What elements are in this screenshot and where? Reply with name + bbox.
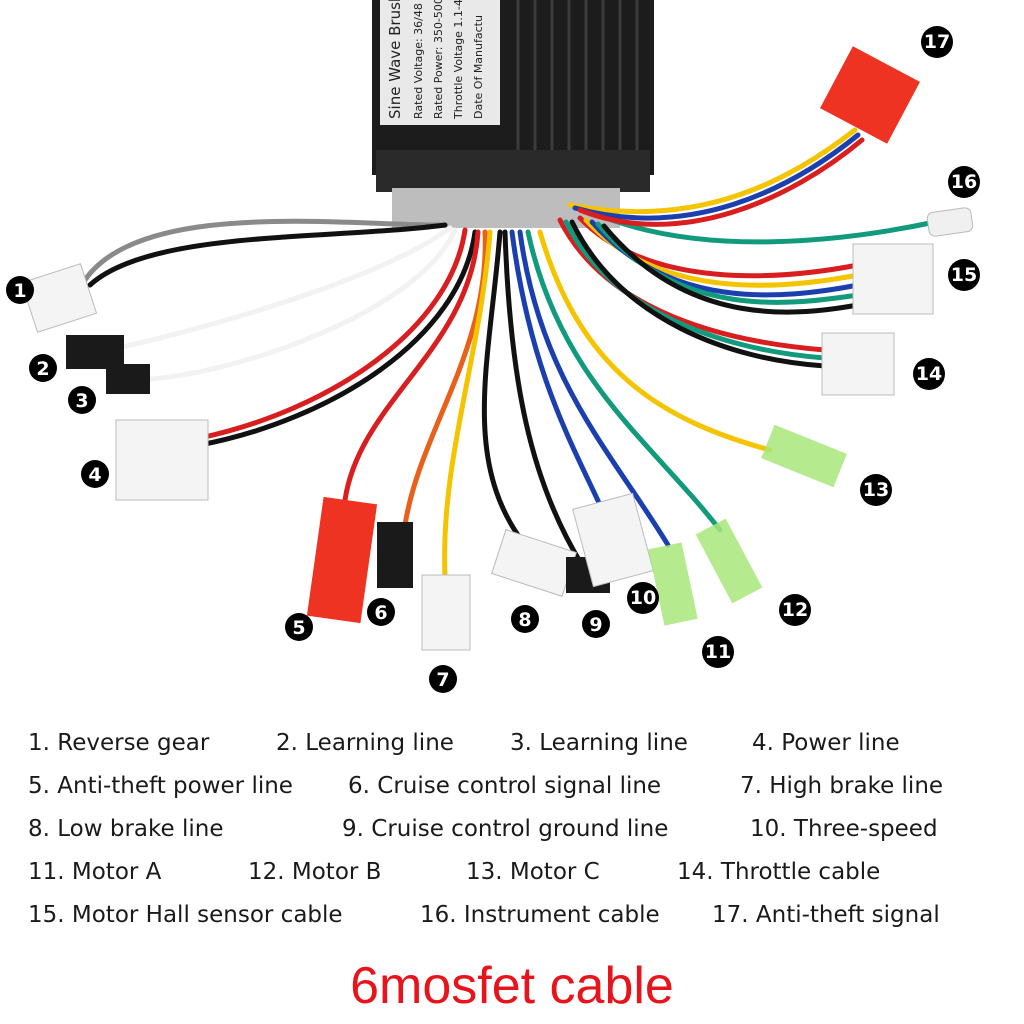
label-line: Sine Wave Brushle: [386, 0, 404, 119]
connector-cruise-signal: [377, 522, 413, 588]
legend-item: 15. Motor Hall sensor cable: [28, 902, 343, 928]
svg-text:4: 4: [88, 464, 101, 486]
callout: 6: [367, 598, 395, 626]
label-line: Throttle Voltage 1.1-4.2V: [452, 0, 465, 120]
label-line: Date Of Manufactu: [472, 15, 485, 119]
svg-text:10: 10: [630, 587, 656, 609]
wire: [135, 227, 458, 383]
wire: [563, 219, 828, 361]
connector-anti-theft-signal: [820, 46, 920, 144]
callout: 12: [779, 594, 811, 626]
svg-text:8: 8: [518, 609, 531, 631]
callout: 14: [913, 358, 945, 390]
wire: [197, 227, 468, 441]
callout: 13: [860, 474, 892, 506]
legend-item: 16. Instrument cable: [420, 902, 660, 928]
connector-high-brake: [421, 574, 471, 651]
svg-text:5: 5: [292, 617, 305, 639]
legend-item: 12. Motor B: [248, 859, 382, 885]
svg-text:9: 9: [589, 614, 602, 636]
svg-text:11: 11: [705, 641, 731, 663]
wire: [525, 229, 723, 533]
connectors: [20, 46, 974, 651]
wire: [442, 229, 493, 581]
legend-item: 11. Motor A: [28, 859, 162, 885]
callout: 3: [68, 386, 96, 414]
legend-item: 3. Learning line: [510, 730, 688, 756]
wire: [197, 229, 478, 448]
controller-wiring-diagram: Sine Wave Brushle Rated Voltage: 36/48 V…: [6, 0, 980, 693]
wire: [87, 222, 448, 288]
wire: [567, 127, 858, 215]
legend-item: 10. Three-speed: [750, 816, 938, 842]
callout: 4: [81, 460, 109, 488]
legend-item: 4. Power line: [752, 730, 900, 756]
callout: 9: [582, 610, 610, 638]
legend-item: 13. Motor C: [466, 859, 600, 885]
legend-item: 6. Cruise control signal line: [348, 773, 662, 799]
callout: 10: [627, 582, 659, 614]
callout: 5: [285, 613, 313, 641]
callout: 7: [429, 665, 457, 693]
svg-text:12: 12: [782, 599, 808, 621]
connector-motor-a: [648, 542, 698, 626]
svg-text:6: 6: [374, 602, 387, 624]
legend-item: 9. Cruise control ground line: [342, 816, 669, 842]
wires: [82, 127, 938, 581]
wire: [572, 132, 861, 221]
connector-reverse-gear: [20, 263, 98, 333]
svg-text:1: 1: [13, 280, 26, 302]
legend-item: 5. Anti-theft power line: [28, 773, 293, 799]
caption-title: 6mosfet cable: [350, 957, 674, 1015]
connector-hall-sensor: [852, 243, 934, 315]
wire: [537, 229, 773, 453]
callout: 16: [948, 166, 980, 198]
label-line: Rated Power: 350-500 Watt: [432, 0, 445, 119]
svg-text:7: 7: [436, 669, 449, 691]
controller-label: Sine Wave Brushle Rated Voltage: 36/48 V…: [380, 0, 500, 125]
label-line: Rated Voltage: 36/48 Volts: [412, 0, 425, 119]
connector-learning-line: [66, 335, 124, 369]
svg-text:17: 17: [924, 31, 950, 53]
legend-item: 1. Reverse gear: [28, 730, 210, 756]
callout: 2: [29, 354, 57, 382]
legend-item: 17. Anti-theft signal: [712, 902, 940, 928]
legend-item: 2. Learning line: [276, 730, 454, 756]
wire: [82, 218, 443, 283]
connector-throttle: [821, 332, 895, 396]
svg-text:14: 14: [916, 363, 942, 385]
wire: [569, 219, 828, 369]
svg-text:2: 2: [36, 358, 49, 380]
callout: 15: [948, 259, 980, 291]
wire: [502, 229, 585, 568]
legend-item: 7. High brake line: [740, 773, 944, 799]
connector-power-line: [115, 419, 209, 501]
svg-text:15: 15: [951, 264, 977, 286]
connector-motor-c: [761, 424, 847, 488]
connector-motor-b: [695, 518, 763, 604]
wire: [601, 223, 861, 315]
connector-three-speed: [572, 492, 654, 588]
callout: 17: [921, 26, 953, 58]
callout: 1: [6, 276, 34, 304]
legend-item: 14. Throttle cable: [677, 859, 881, 885]
wire: [342, 229, 481, 503]
svg-text:16: 16: [951, 171, 977, 193]
legend-item: 8. Low brake line: [28, 816, 224, 842]
connector-anti-theft-power: [306, 496, 378, 624]
wire: [509, 229, 603, 508]
wire: [115, 225, 453, 351]
svg-text:13: 13: [863, 479, 889, 501]
callout: 11: [702, 636, 734, 668]
wire: [577, 137, 865, 227]
wire: [481, 229, 528, 548]
connector-low-brake: [491, 529, 577, 597]
callouts: 1 2 3 4 5 6 7 8 9 10 11 12 13 14 15 16 1…: [6, 26, 980, 693]
connector-instrument: [926, 207, 974, 237]
svg-text:3: 3: [75, 390, 88, 412]
connector-learning-line: [106, 364, 150, 394]
wire: [517, 229, 671, 548]
callout: 8: [511, 605, 539, 633]
wire: [589, 209, 938, 245]
